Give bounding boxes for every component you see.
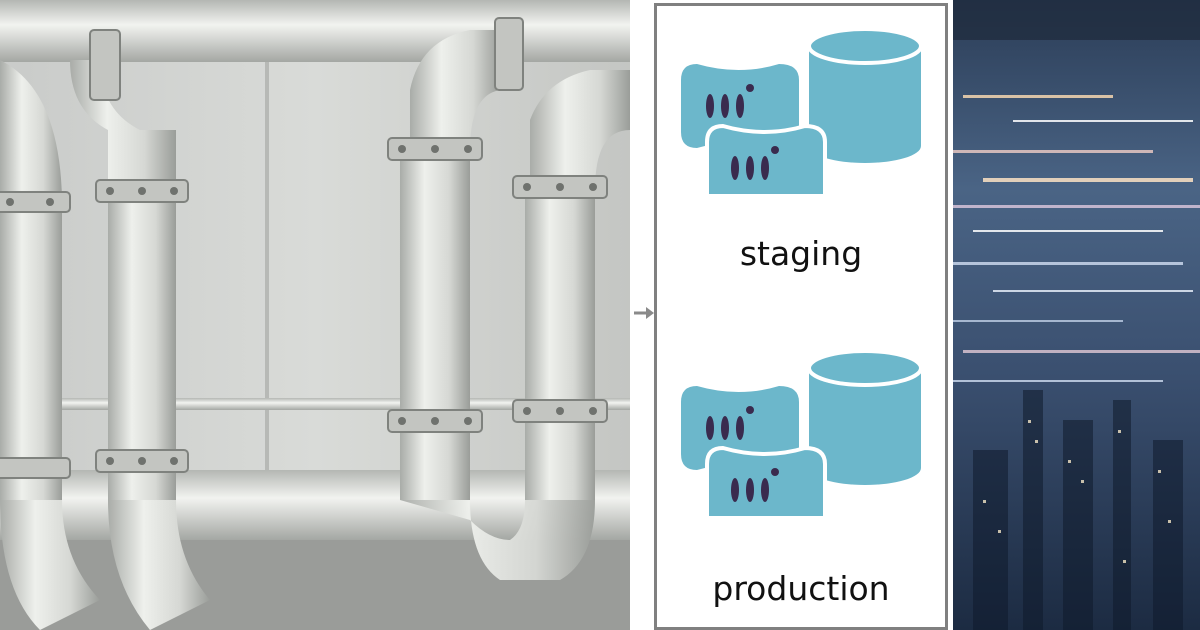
- database-cylinder-icon: [807, 27, 923, 163]
- production-graphic: [681, 349, 923, 516]
- server-blob-icon: [705, 445, 827, 516]
- pipes-photo: [0, 0, 630, 630]
- database-cylinder-icon: [807, 349, 923, 485]
- code-city-photo: [953, 0, 1200, 630]
- staging-graphic: [681, 27, 923, 194]
- server-blob-icon: [705, 123, 827, 194]
- staging-label: staging: [739, 234, 863, 273]
- arrow-right-icon: [634, 307, 654, 319]
- server-blob-icon: [681, 64, 799, 148]
- production-label: production: [712, 569, 890, 608]
- server-blob-icon: [681, 386, 799, 470]
- environments-panel: staging production: [654, 3, 948, 630]
